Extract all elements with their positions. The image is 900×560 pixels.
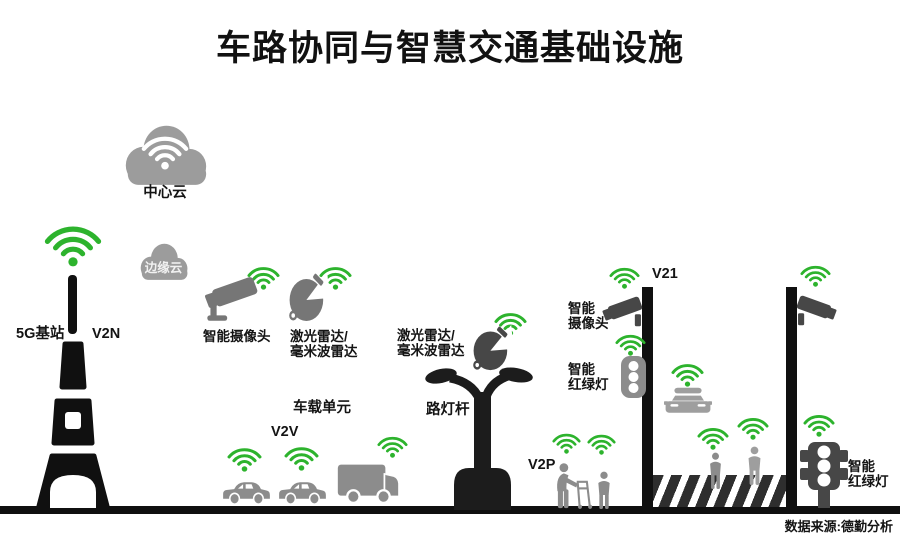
center-cloud-label: 中心云 <box>143 185 187 201</box>
child-wifi-icon <box>587 434 616 455</box>
right-camera-wifi-icon <box>800 265 831 287</box>
child-pedestrian-icon <box>598 471 610 509</box>
smart-light-label-line1: 智能 <box>568 362 595 377</box>
intersection-camera-label-line1: 智能 <box>568 301 595 316</box>
radar-dish-icon <box>289 272 330 321</box>
v2i-label: V21 <box>652 266 678 282</box>
traffic-light-icon <box>621 356 646 398</box>
ground-line <box>0 506 900 514</box>
right-traffic-light-icon <box>800 442 848 508</box>
car2-side-icon <box>279 482 326 506</box>
crosswalk-ped2-wifi-icon <box>737 417 769 440</box>
car2-wifi-icon <box>284 447 319 471</box>
right-light-label-line2: 红绿灯 <box>848 474 889 489</box>
car1-side-icon <box>223 482 270 506</box>
pole-lidar-label-line1: 激光雷达/ <box>397 328 455 343</box>
crosswalk-ped1-wifi-icon <box>697 427 729 450</box>
elderly-wifi-icon <box>552 433 581 454</box>
lamp-pole-label: 路灯杆 <box>426 402 470 418</box>
center-cloud-wifi-icon <box>141 132 189 170</box>
page-title: 车路协同与智慧交通基础设施 <box>215 29 684 68</box>
crosswalk-pedestrian2-icon <box>748 446 761 485</box>
v2v-label: V2V <box>271 424 299 440</box>
street-lamp-icon <box>425 367 533 510</box>
crosswalk-pedestrian1-icon <box>710 452 721 490</box>
onboard-unit-label: 车载单元 <box>293 400 351 416</box>
elderly-walker-icon <box>557 463 593 509</box>
edge-cloud-label: 边缘云 <box>144 261 183 275</box>
right-light-wifi-icon <box>803 414 835 437</box>
base-station-label: 5G基站 <box>16 326 65 342</box>
v2n-label: V2N <box>92 326 121 342</box>
lidar-label-line1: 激光雷达/ <box>290 329 348 344</box>
right-camera-icon <box>796 294 838 326</box>
crosswalk-stripes <box>653 475 787 507</box>
5g-tower-icon <box>36 275 110 508</box>
traffic-light-wifi-icon <box>615 334 646 356</box>
intersection-pole <box>642 287 653 507</box>
truck-wifi-icon <box>377 436 408 458</box>
intersection-camera-icon <box>601 295 643 327</box>
cctv-camera-icon <box>203 276 259 321</box>
car-front-icon <box>664 387 712 413</box>
truck-icon <box>337 464 399 505</box>
source-note: 数据来源:德勤分析 <box>784 519 893 534</box>
front-car-wifi-icon <box>671 364 704 387</box>
v2p-label: V2P <box>528 457 556 473</box>
right-light-label-line1: 智能 <box>848 459 875 474</box>
lidar-label-line2: 毫米波雷达 <box>290 344 358 359</box>
car1-wifi-icon <box>227 448 262 472</box>
right-pole <box>786 287 797 507</box>
intersection-camera-label-line2: 摄像头 <box>568 316 609 331</box>
smart-light-label-line2: 红绿灯 <box>568 377 609 392</box>
smart-camera-label: 智能摄像头 <box>203 329 271 344</box>
pole-top-wifi-icon <box>609 267 640 289</box>
tower-wifi-icon <box>44 221 102 267</box>
pole-lidar-label-line2: 毫米波雷达 <box>397 343 465 358</box>
